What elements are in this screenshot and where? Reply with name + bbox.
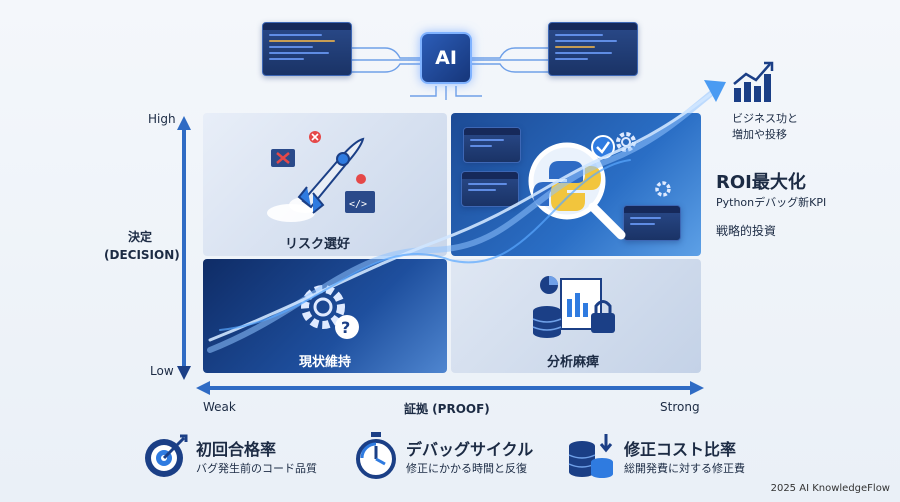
code-window-right bbox=[548, 22, 638, 76]
metric-sub-first-pass: バグ発生前のコード品質 bbox=[196, 462, 317, 475]
y-axis-title-en: (DECISION) bbox=[104, 248, 180, 262]
roi-subtitle: Pythonデバッグ新KPI bbox=[716, 196, 827, 209]
ai-chip-label: AI bbox=[435, 47, 457, 69]
quadrant-label-risk-appetite: リスク選好 bbox=[285, 237, 351, 252]
metric-sub-debug-cycle: 修正にかかる時間と反復 bbox=[406, 462, 527, 475]
quadrant-analysis-paralysis: 分析麻痺 bbox=[451, 259, 701, 373]
gear-icon bbox=[655, 181, 671, 197]
growth-wave-arrow bbox=[207, 80, 726, 353]
quadrant-status-quo: ? 現状維持 bbox=[203, 259, 447, 373]
stopwatch-icon bbox=[356, 432, 396, 479]
growth-text-1: ビジネス功と bbox=[732, 112, 798, 125]
growth-chart-icon bbox=[733, 61, 774, 102]
y-axis-arrow bbox=[177, 116, 191, 380]
x-axis-arrow bbox=[196, 381, 704, 395]
rocket-icon: </> bbox=[267, 131, 375, 222]
circuit-lines bbox=[340, 47, 560, 100]
x-axis-weak-label: Weak bbox=[203, 400, 236, 414]
mini-code-window bbox=[461, 171, 519, 207]
y-axis-low-label: Low bbox=[150, 364, 174, 378]
quadrant-risk-appetite: </> リスク選好 bbox=[203, 113, 447, 256]
quadrant-label-analysis-paralysis: 分析麻痺 bbox=[547, 355, 600, 370]
database-lock-icon bbox=[532, 276, 615, 338]
code-window-left bbox=[262, 22, 352, 76]
metric-title-fix-cost: 修正コスト比率 bbox=[624, 440, 737, 459]
metric-sub-fix-cost: 総開発費に対する修正費 bbox=[624, 462, 745, 475]
growth-text-2: 増加や投移 bbox=[732, 128, 787, 141]
y-axis-high-label: High bbox=[148, 112, 176, 126]
gear-question-icon: ? bbox=[301, 285, 359, 339]
metric-title-first-pass: 初回合格率 bbox=[196, 440, 277, 459]
metric-title-debug-cycle: デバッグサイクル bbox=[406, 440, 534, 459]
footer-credit: 2025 AI KnowledgeFlow bbox=[770, 483, 890, 494]
y-axis-title-jp: 決定 bbox=[128, 230, 153, 244]
x-axis-strong-label: Strong bbox=[660, 400, 700, 414]
target-icon bbox=[145, 434, 188, 477]
coin-stack-icon bbox=[568, 434, 613, 478]
mini-code-window bbox=[463, 127, 521, 163]
roi-title: ROI最大化 bbox=[716, 172, 806, 193]
x-axis-title: 証拠 (PROOF) bbox=[404, 402, 490, 416]
strategy-text: 戦略的投資 bbox=[716, 224, 777, 238]
svg-text:</>: </> bbox=[349, 199, 367, 210]
mini-code-window bbox=[623, 205, 681, 241]
ai-chip: AI bbox=[420, 32, 472, 84]
quadrant-label-status-quo: 現状維持 bbox=[299, 355, 352, 370]
svg-text:?: ? bbox=[341, 318, 350, 337]
